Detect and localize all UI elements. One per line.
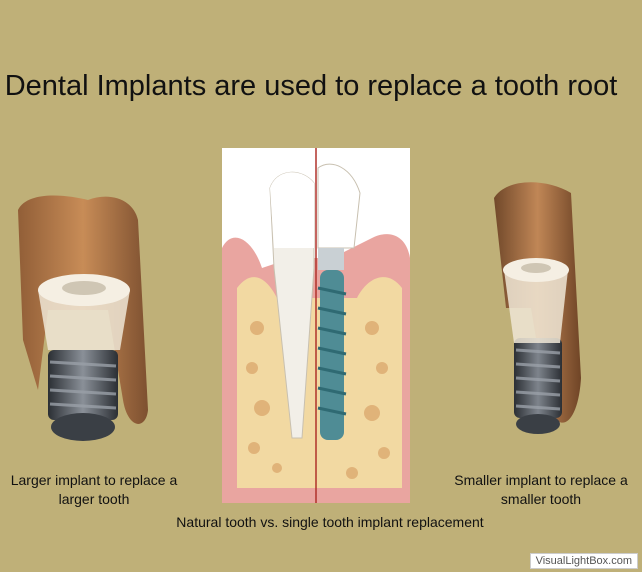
watermark: VisualLightBox.com: [529, 553, 638, 569]
large-implant-illustration: [18, 195, 148, 441]
left-caption: Larger implant to replace a larger tooth: [10, 472, 178, 507]
slide-title: Dental Implants are used to replace a to…: [4, 70, 618, 102]
cross-section-illustration: [222, 148, 410, 503]
small-implant-illustration: [494, 182, 581, 434]
right-caption: Smaller implant to replace a smaller too…: [454, 472, 628, 507]
bottom-caption: Natural tooth vs. single tooth implant r…: [176, 514, 484, 530]
